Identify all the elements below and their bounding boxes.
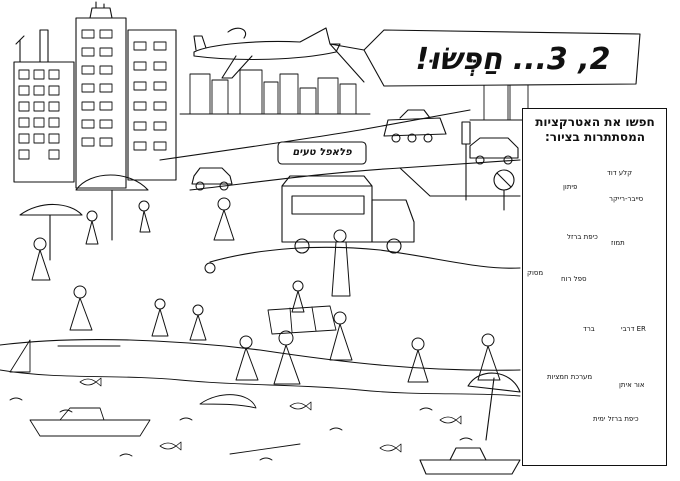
skyline xyxy=(179,69,531,121)
page-title: 2, 3... חַפְּשׂוּ! xyxy=(415,42,611,77)
item-label: תמוז xyxy=(611,239,625,247)
ship xyxy=(419,447,521,475)
item-label: קלע דוד xyxy=(607,169,633,177)
item-label: כיפת ברזל xyxy=(567,233,598,241)
item-label: אור איתן xyxy=(619,381,645,389)
food-truck-sign: פלאפל טעים xyxy=(292,147,352,158)
food-truck-sign-box xyxy=(277,141,367,165)
find-items-panel: חפשו את האטרקציות המסתתרות בציור: קלע דו… xyxy=(522,108,667,466)
item-label: סייבר-רייקר xyxy=(609,195,644,203)
panel-heading: חפשו את האטרקציות המסתתרות בציור: xyxy=(527,115,663,145)
airplane xyxy=(193,27,341,79)
hopscotch xyxy=(267,305,337,335)
item-label: מסוק xyxy=(527,269,544,277)
road xyxy=(0,109,521,371)
item-label: כיפת ברזל ימית xyxy=(593,415,639,423)
cafe-umbrella xyxy=(19,174,149,261)
sea xyxy=(0,339,521,461)
fish xyxy=(79,377,462,453)
item-label: ברד xyxy=(583,325,595,333)
panel-heading-line2: המסתתרות בציור: xyxy=(544,130,646,144)
item-label: פיתון xyxy=(563,183,578,191)
beach-umbrella xyxy=(467,372,521,441)
car xyxy=(191,137,519,191)
title-banner-shape xyxy=(329,29,641,87)
panel-heading-line1: חפשו את האטרקציות xyxy=(535,115,655,129)
item-label: ER דרבי xyxy=(621,325,646,333)
armored-vehicle xyxy=(383,109,447,143)
people-figures xyxy=(31,197,501,385)
apartment-building-center xyxy=(75,1,177,189)
food-truck xyxy=(281,175,415,254)
item-label: מערכת חמציות xyxy=(547,373,593,381)
street-signs xyxy=(461,121,515,211)
apartment-building-left xyxy=(13,29,75,183)
item-label: ספל רוח xyxy=(561,275,587,283)
